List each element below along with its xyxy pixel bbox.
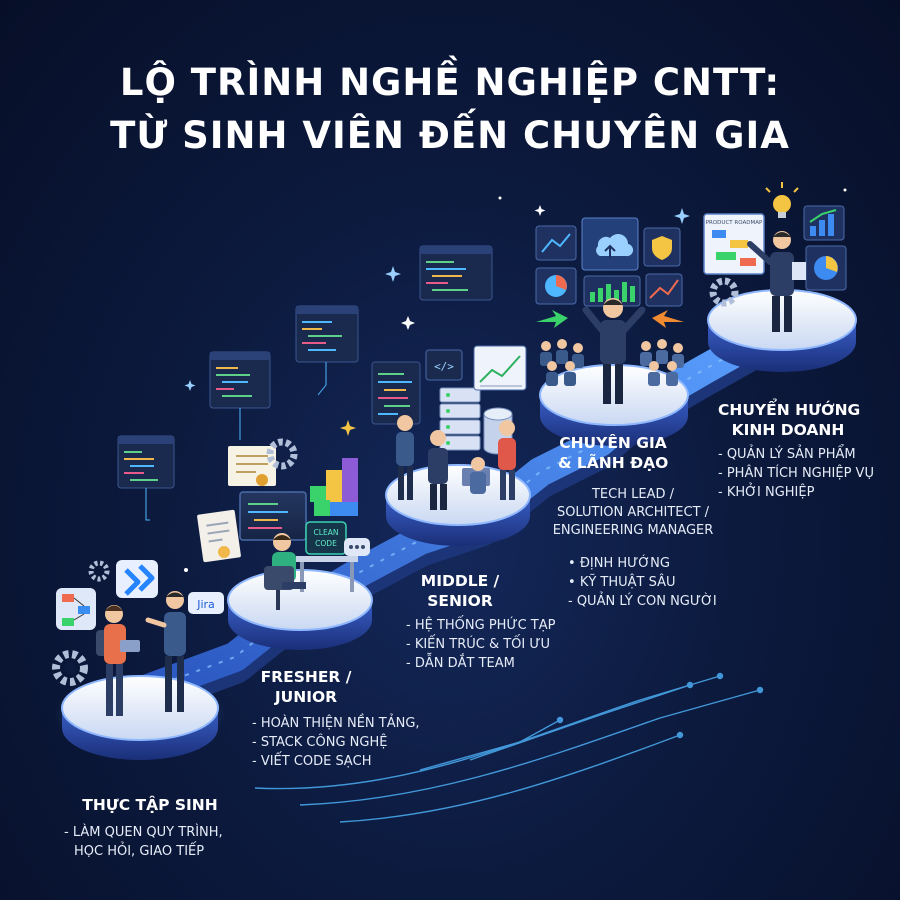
svg-text:PRODUCT ROADMAP: PRODUCT ROADMAP xyxy=(706,220,763,226)
junior-developer-at-desk xyxy=(264,533,358,610)
svg-text:CODE: CODE xyxy=(315,539,337,548)
bullet-item: QUẢN LÝ CON NGƯỜI xyxy=(568,592,717,611)
senior-team-figures xyxy=(396,415,516,510)
platform-senior xyxy=(385,464,531,546)
stage-bullets-expert: ĐỊNH HƯỚNG KỸ THUẬT SÂU QUẢN LÝ CON NGƯỜ… xyxy=(568,554,717,611)
role-item: ENGINEERING MANAGER xyxy=(552,523,714,538)
pie-chart-panel xyxy=(805,245,847,291)
bullet-item: HỌC HỎI, GIAO TIẾP xyxy=(74,844,205,859)
code-window-2 xyxy=(209,351,271,440)
bullet-item: DẪN DẮT TEAM xyxy=(406,654,555,673)
stage-title-senior: MIDDLE / SENIOR xyxy=(414,571,506,611)
code-window-3 xyxy=(295,305,359,396)
clean-code-badge: CLEAN CODE xyxy=(305,521,347,555)
roadmap-board: PRODUCT ROADMAP xyxy=(703,213,765,275)
intern-mentor-figure xyxy=(145,591,186,712)
intern-student-figure xyxy=(96,605,140,716)
role-item: TECH LEAD / xyxy=(591,487,674,502)
lightbulb-icon xyxy=(765,182,799,218)
bullet-item: ĐỊNH HƯỚNG xyxy=(568,554,717,573)
platform-intern xyxy=(54,675,226,760)
business-presenter-figure xyxy=(747,231,806,332)
sparkle-decorations xyxy=(184,188,847,572)
stage-title-junior: FRESHER / JUNIOR xyxy=(252,667,360,707)
chat-bubble-icon xyxy=(344,538,370,556)
stage-roles-expert: TECH LEAD / SOLUTION ARCHITECT / ENGINEE… xyxy=(548,486,718,540)
stage-bullets-senior: HỆ THỐNG PHỨC TẠP KIẾN TRÚC & TỐI ƯU DẪN… xyxy=(406,616,556,673)
page-title-line-2: TỪ SINH VIÊN ĐẾN CHUYÊN GIA xyxy=(110,114,790,157)
code-tag-window: </> xyxy=(425,349,463,381)
stage-title-business: CHUYỂN HƯỚNG KINH DOANH xyxy=(718,400,861,440)
orange-arrow-icon xyxy=(652,310,684,328)
jira-logo-icon xyxy=(116,560,158,598)
bullet-item: VIẾT CODE SẠCH xyxy=(252,752,420,771)
stage-title-intern: THỰC TẬP SINH xyxy=(82,796,218,814)
stage-bullets-business: QUẢN LÝ SẢN PHẨM PHÂN TÍCH NGHIỆP VỤ KHỞ… xyxy=(718,445,874,502)
code-window-4 xyxy=(419,245,493,301)
growth-chart-icon xyxy=(803,205,845,241)
bullet-item: KHỞI NGHIỆP xyxy=(718,483,874,502)
stage-title-line: CHUYÊN GIA xyxy=(559,434,667,452)
gear-icon-business xyxy=(709,277,739,307)
stage-title-line: JUNIOR xyxy=(274,688,338,706)
code-window-1 xyxy=(117,435,175,521)
monitor-screen xyxy=(239,491,307,541)
platform-business xyxy=(707,289,857,372)
blocks-stack-icon xyxy=(310,458,358,516)
bullet-item: STACK CÔNG NGHỆ xyxy=(252,733,420,752)
server-stack-icon xyxy=(439,387,481,451)
stage-title-line: CHUYỂN HƯỚNG xyxy=(718,401,861,419)
stage-title-line: FRESHER / xyxy=(260,668,352,686)
gear-icon-small xyxy=(88,560,110,582)
bullet-item: PHÂN TÍCH NGHIỆP VỤ xyxy=(718,464,874,483)
bullet-item: LÀM QUEN QUY TRÌNH, xyxy=(64,823,223,842)
stage-title-line: KINH DOANH xyxy=(731,421,845,439)
stage-title-line: SENIOR xyxy=(427,592,493,610)
stage-bullets-junior: HOÀN THIỆN NỀN TẢNG, STACK CÔNG NGHỆ VIẾ… xyxy=(252,714,420,771)
stage-title-expert: CHUYÊN GIA & LÃNH ĐẠO xyxy=(558,433,668,473)
stage-bullets-intern: LÀM QUEN QUY TRÌNH, HỌC HỎI, GIAO TIẾP xyxy=(64,823,223,861)
bullet-item: KỸ THUẬT SÂU xyxy=(568,573,717,592)
svg-text:CLEAN: CLEAN xyxy=(314,528,339,537)
gear-icon-junior xyxy=(266,438,298,470)
gear-icon xyxy=(52,650,88,686)
jira-bubble: Jira xyxy=(188,592,224,614)
flowchart-icon xyxy=(56,588,96,630)
bullet-item: HOÀN THIỆN NỀN TẢNG, xyxy=(252,714,420,733)
diploma-icon xyxy=(228,446,276,486)
svg-text:</>: </> xyxy=(434,360,454,373)
stage-title-line: & LÃNH ĐẠO xyxy=(558,454,669,472)
code-window-senior xyxy=(371,361,421,425)
architecture-chart-window xyxy=(473,345,527,391)
bullet-item: KIẾN TRÚC & TỐI ƯU xyxy=(406,635,555,654)
stage-title-line: MIDDLE / xyxy=(420,572,500,590)
svg-text:Jira: Jira xyxy=(196,598,215,611)
bullet-item: HỆ THỐNG PHỨC TẠP xyxy=(406,616,556,635)
role-item: SOLUTION ARCHITECT / xyxy=(556,505,710,520)
bullet-item: QUẢN LÝ SẢN PHẨM xyxy=(718,445,874,464)
leader-conductor-figure xyxy=(582,298,646,404)
dashboard-panels xyxy=(535,217,683,307)
page-title-line-1: LỘ TRÌNH NGHỀ NGHIỆP CNTT: xyxy=(119,61,781,104)
green-arrow-icon xyxy=(536,310,568,328)
circuit-lines-decoration xyxy=(254,672,764,823)
certificate-icon xyxy=(197,509,241,563)
team-members-seated xyxy=(540,339,684,386)
